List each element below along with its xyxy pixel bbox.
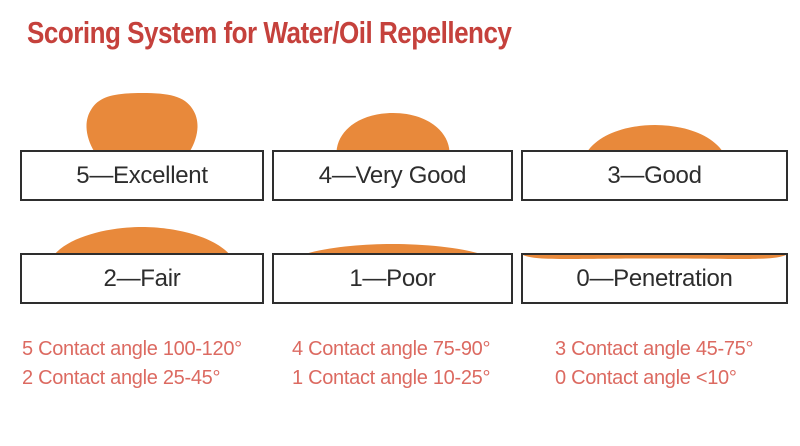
droplet-5-excellent-icon (86, 93, 198, 152)
droplet-4-very-good-icon (336, 113, 449, 152)
droplet-shape (586, 125, 723, 152)
score-label-5: 5—Excellent (76, 161, 208, 189)
score-cell-0-penetration: 0—Penetration (521, 243, 788, 304)
score-box-5: 5—Excellent (20, 150, 264, 201)
note-contact-angle-5: 5 Contact angle 100-120° (22, 338, 242, 360)
droplet-0-penetration-icon (523, 255, 786, 260)
note-contact-angle-4: 4 Contact angle 75-90° (292, 338, 491, 360)
score-cell-5-excellent: 5—Excellent (20, 91, 264, 201)
score-cell-1-poor: 1—Poor (272, 243, 513, 304)
score-cell-2-fair: 2—Fair (20, 227, 264, 304)
note-contact-angle-1: 1 Contact angle 10-25° (292, 367, 491, 389)
droplet-1-poor-icon (301, 244, 484, 255)
score-label-4: 4—Very Good (318, 161, 467, 189)
note-contact-angle-2: 2 Contact angle 25-45° (22, 367, 221, 389)
score-cell-3-good: 3—Good (521, 91, 788, 201)
score-box-1: 1—Poor (272, 253, 513, 304)
droplet-shape (336, 113, 449, 152)
score-label-3: 3—Good (607, 161, 702, 189)
page-title: Scoring System for Water/Oil Repellency (27, 15, 512, 50)
droplet-shape (86, 93, 198, 152)
note-contact-angle-3: 3 Contact angle 45-75° (555, 338, 754, 360)
droplet-3-good-icon (586, 125, 723, 152)
score-box-0: 0—Penetration (521, 253, 788, 304)
score-label-2: 2—Fair (103, 264, 181, 292)
score-label-0: 0—Penetration (576, 264, 733, 292)
droplet-2-fair-icon (54, 227, 230, 255)
droplet-shape (54, 227, 230, 255)
note-contact-angle-0: 0 Contact angle <10° (555, 367, 737, 389)
score-label-1: 1—Poor (349, 264, 436, 292)
droplet-shape (523, 255, 786, 260)
score-cell-4-very-good: 4—Very Good (272, 91, 513, 201)
score-box-3: 3—Good (521, 150, 788, 201)
score-box-2: 2—Fair (20, 253, 264, 304)
score-box-4: 4—Very Good (272, 150, 513, 201)
droplet-shape (301, 244, 484, 255)
